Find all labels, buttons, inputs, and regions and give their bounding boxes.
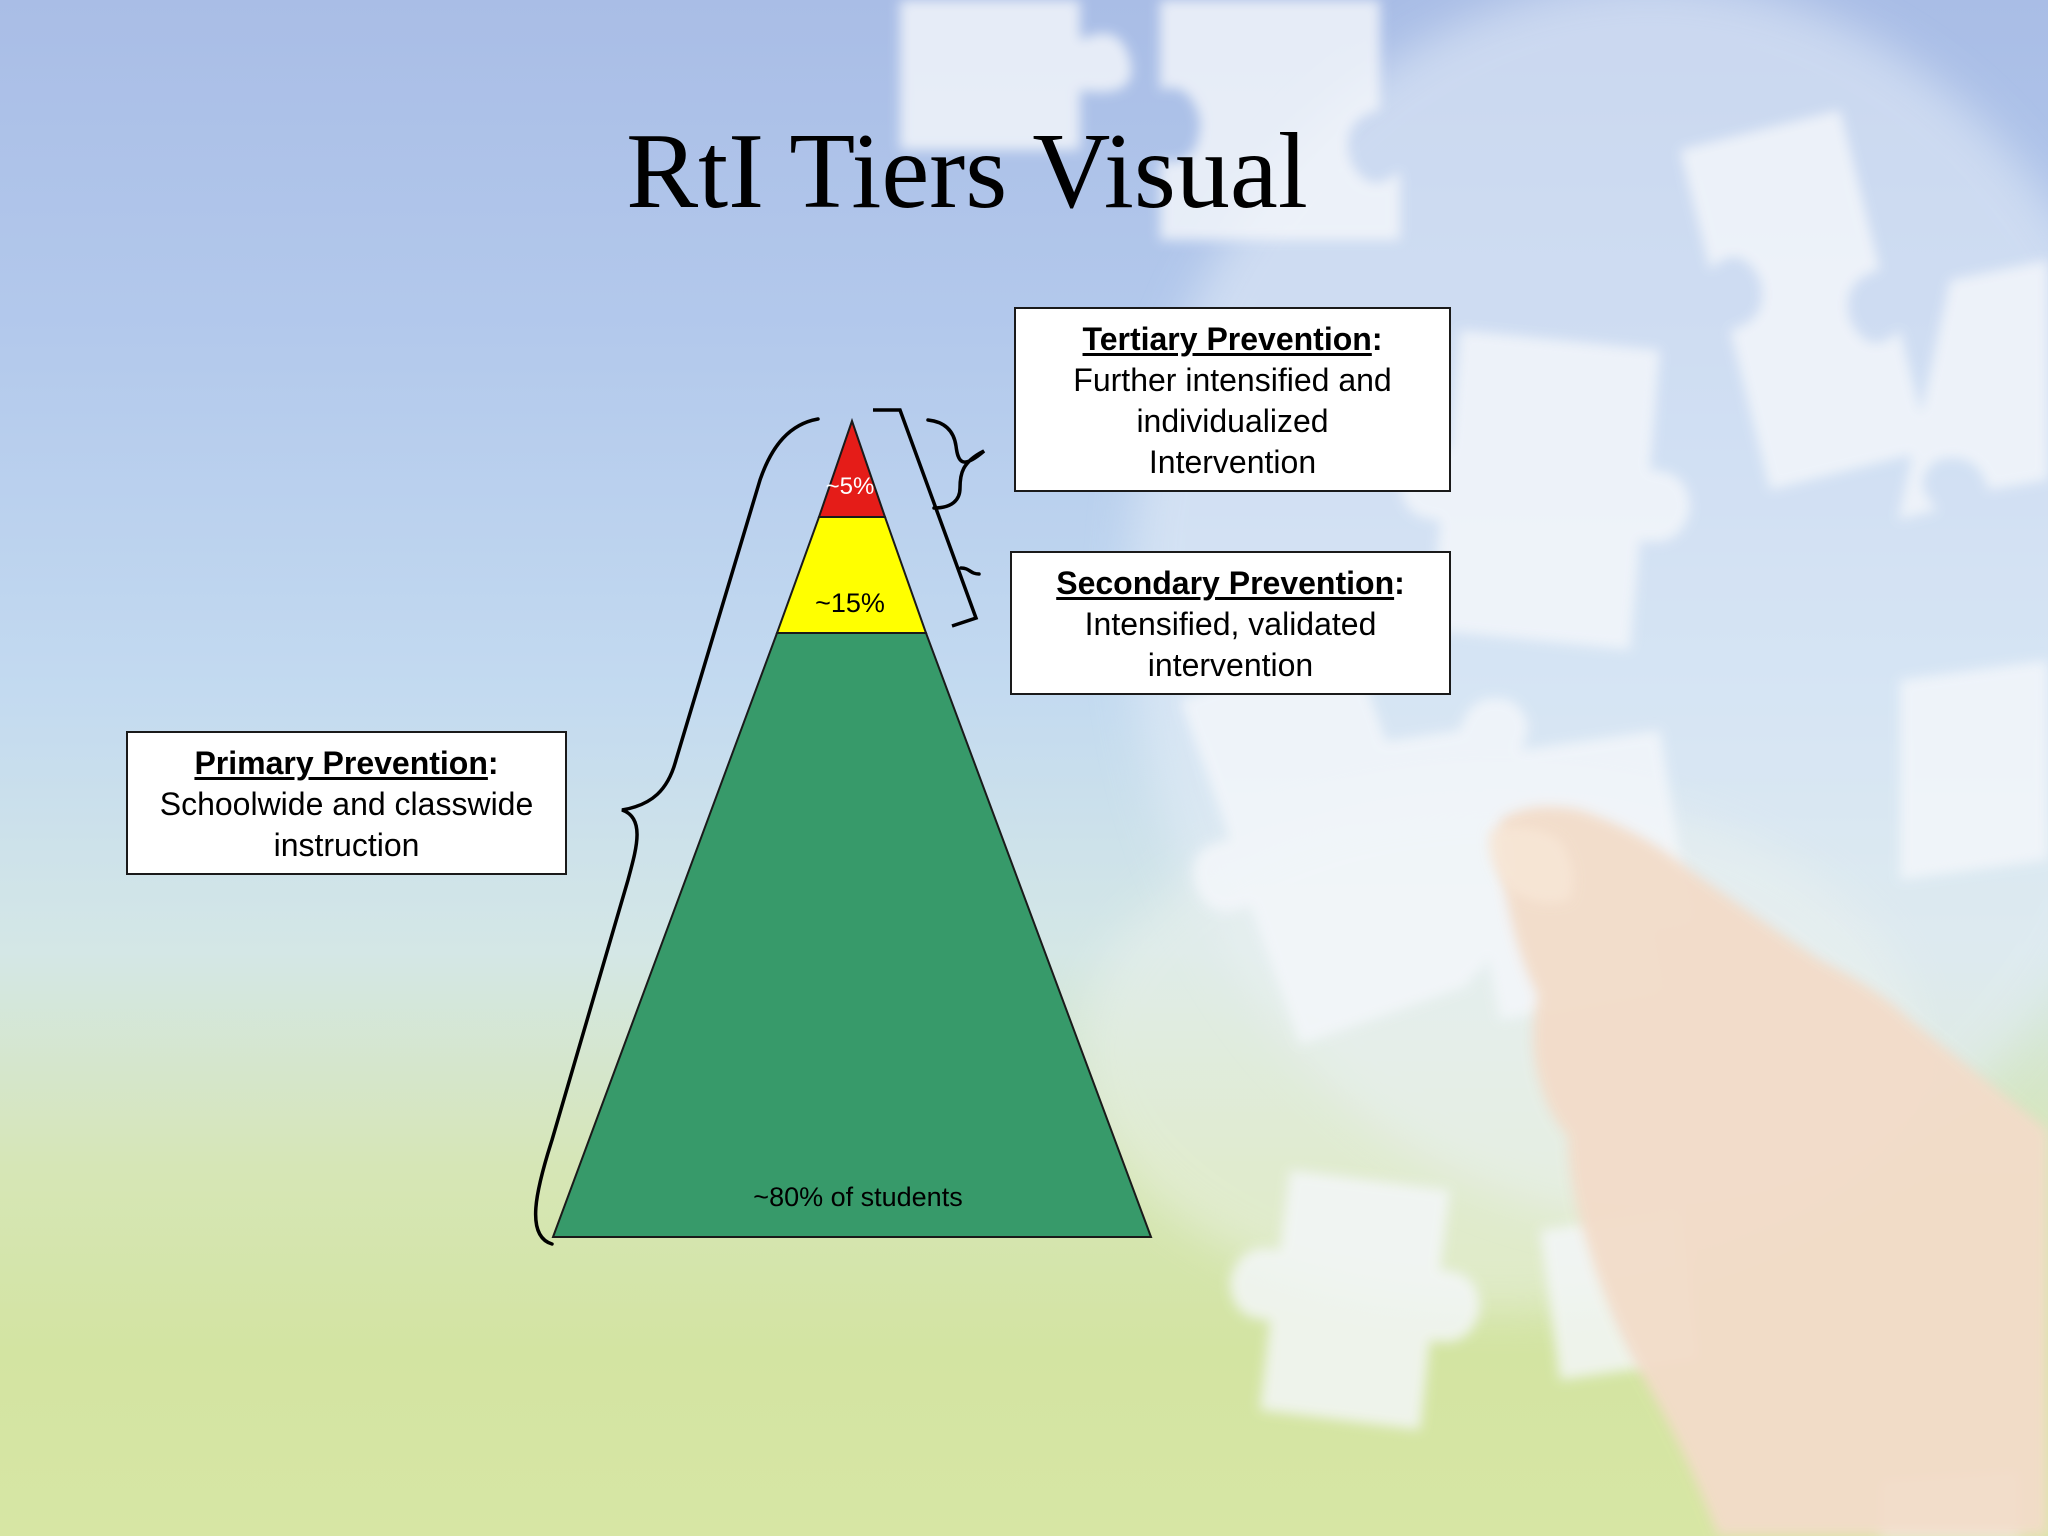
hand-illustration: [1499, 806, 2048, 1536]
secondary-body-line: intervention: [1147, 647, 1314, 683]
tertiary-body-line: Intervention: [1148, 444, 1317, 480]
primary-brace: [533, 417, 820, 1246]
secondary-heading-text: Secondary Prevention: [1056, 565, 1395, 601]
primary-heading: Primary Prevention:: [194, 745, 499, 781]
tertiary-body-line: Further intensified and: [1073, 362, 1392, 398]
tertiary-prevention-callout: Tertiary Prevention: Further intensified…: [1014, 307, 1451, 492]
secondary-body-line: Intensified, validated: [1084, 606, 1377, 642]
secondary-prevention-callout: Secondary Prevention: Intensified, valid…: [1010, 551, 1451, 695]
primary-prevention-callout: Primary Prevention: Schoolwide and class…: [126, 731, 567, 875]
tertiary-heading: Tertiary Prevention:: [1082, 321, 1383, 357]
primary-body-line: Schoolwide and classwide: [159, 786, 534, 822]
primary-heading-text: Primary Prevention: [194, 745, 488, 781]
primary-body-line: instruction: [273, 827, 420, 863]
tertiary-heading-text: Tertiary Prevention: [1082, 321, 1372, 357]
tier-secondary-percent: ~15%: [815, 588, 885, 618]
tertiary-body-line: individualized: [1136, 403, 1329, 439]
tier-tertiary: [817, 417, 887, 518]
secondary-tick: [959, 566, 981, 576]
slide-title: RtI Tiers Visual: [626, 112, 1308, 231]
secondary-heading: Secondary Prevention:: [1056, 565, 1405, 601]
tier-primary-percent: ~80% of students: [753, 1182, 962, 1212]
tier-tertiary-percent: ~5%: [826, 473, 875, 500]
tier-primary: [551, 632, 1153, 1238]
tertiary-brace: [926, 418, 986, 510]
upper-tiers-bracket: [873, 408, 979, 628]
